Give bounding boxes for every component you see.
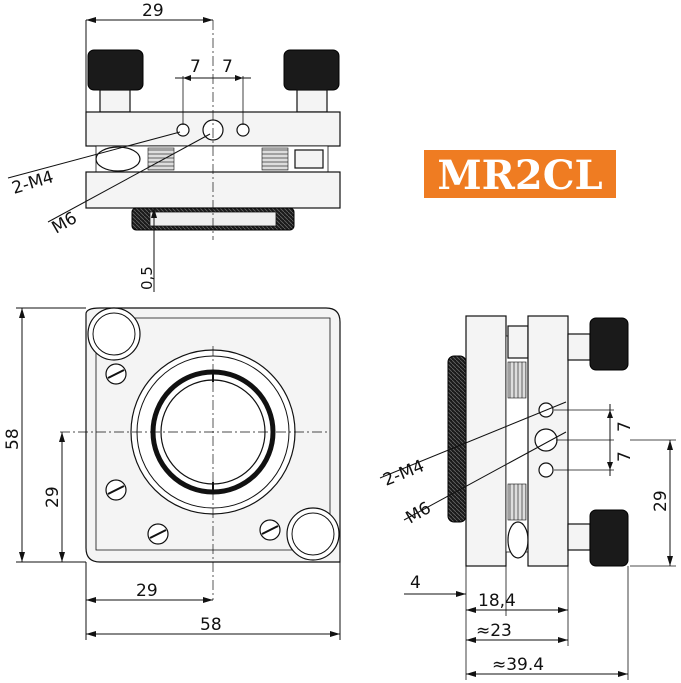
badge-background (424, 150, 616, 198)
ball-contact (95, 146, 141, 172)
spring-right (261, 147, 289, 171)
front-plate-side (465, 315, 507, 567)
knurled-ring-side (447, 355, 467, 523)
shaft-tip-side (507, 325, 529, 359)
spring-upper (507, 361, 527, 399)
knob-shaft-upper (567, 333, 591, 361)
spring-left (147, 147, 175, 171)
label-2m4-side: 2-M4 (380, 456, 427, 490)
knob-shaft-left (99, 89, 131, 113)
top-view: 29 7 7 2-M4 M6 0,5 (7, 1, 341, 292)
dim-plate-thickness: 4 (410, 573, 421, 593)
dim-gap: 0,5 (138, 266, 156, 290)
dim-depth-1: 18,4 (478, 591, 516, 611)
dim-hole-right: 7 (222, 57, 233, 77)
shaft-tip (294, 149, 324, 169)
dim-front-center-height: 29 (43, 486, 63, 508)
model-name: MR2CL (437, 152, 602, 199)
spring-lower (507, 483, 527, 521)
dim-side-hole-upper: 7 (615, 421, 635, 432)
dim-hole-left: 7 (190, 57, 201, 77)
m4-hole-right (236, 123, 250, 137)
knob-shaft-right (296, 89, 328, 113)
dim-front-width: 58 (200, 615, 222, 635)
ball-contact-side (507, 521, 529, 559)
label-2m4-top: 2-M4 (10, 167, 56, 199)
dim-side-hole-lower: 7 (615, 451, 635, 462)
knob-shaft-lower (567, 523, 591, 551)
adjuster-knob-left (87, 49, 144, 91)
label-m6-side: M6 (403, 498, 435, 528)
adjuster-knob-right (283, 49, 340, 91)
screw-heads (105, 363, 281, 545)
dim-side-center-height: 29 (651, 490, 671, 512)
model-badge: MR2CL (424, 150, 616, 199)
label-m6-top: M6 (49, 208, 81, 238)
m6-hole-side (534, 428, 558, 452)
dim-front-center-width: 29 (136, 581, 158, 601)
dim-front-height: 58 (3, 428, 23, 450)
m4-hole-left (176, 123, 190, 137)
front-view: 58 29 29 58 (3, 307, 341, 640)
adjuster-knob-upper (589, 317, 629, 371)
adjuster-knob-lower (589, 509, 629, 567)
dim-depth-2: ≈23 (476, 621, 512, 641)
side-view: 7 7 29 2-M4 M6 4 18,4 ≈23 (379, 315, 676, 680)
dim-top-width: 29 (142, 1, 164, 21)
dim-depth-3: ≈39.4 (492, 655, 544, 675)
m4-hole-lower (538, 462, 554, 478)
